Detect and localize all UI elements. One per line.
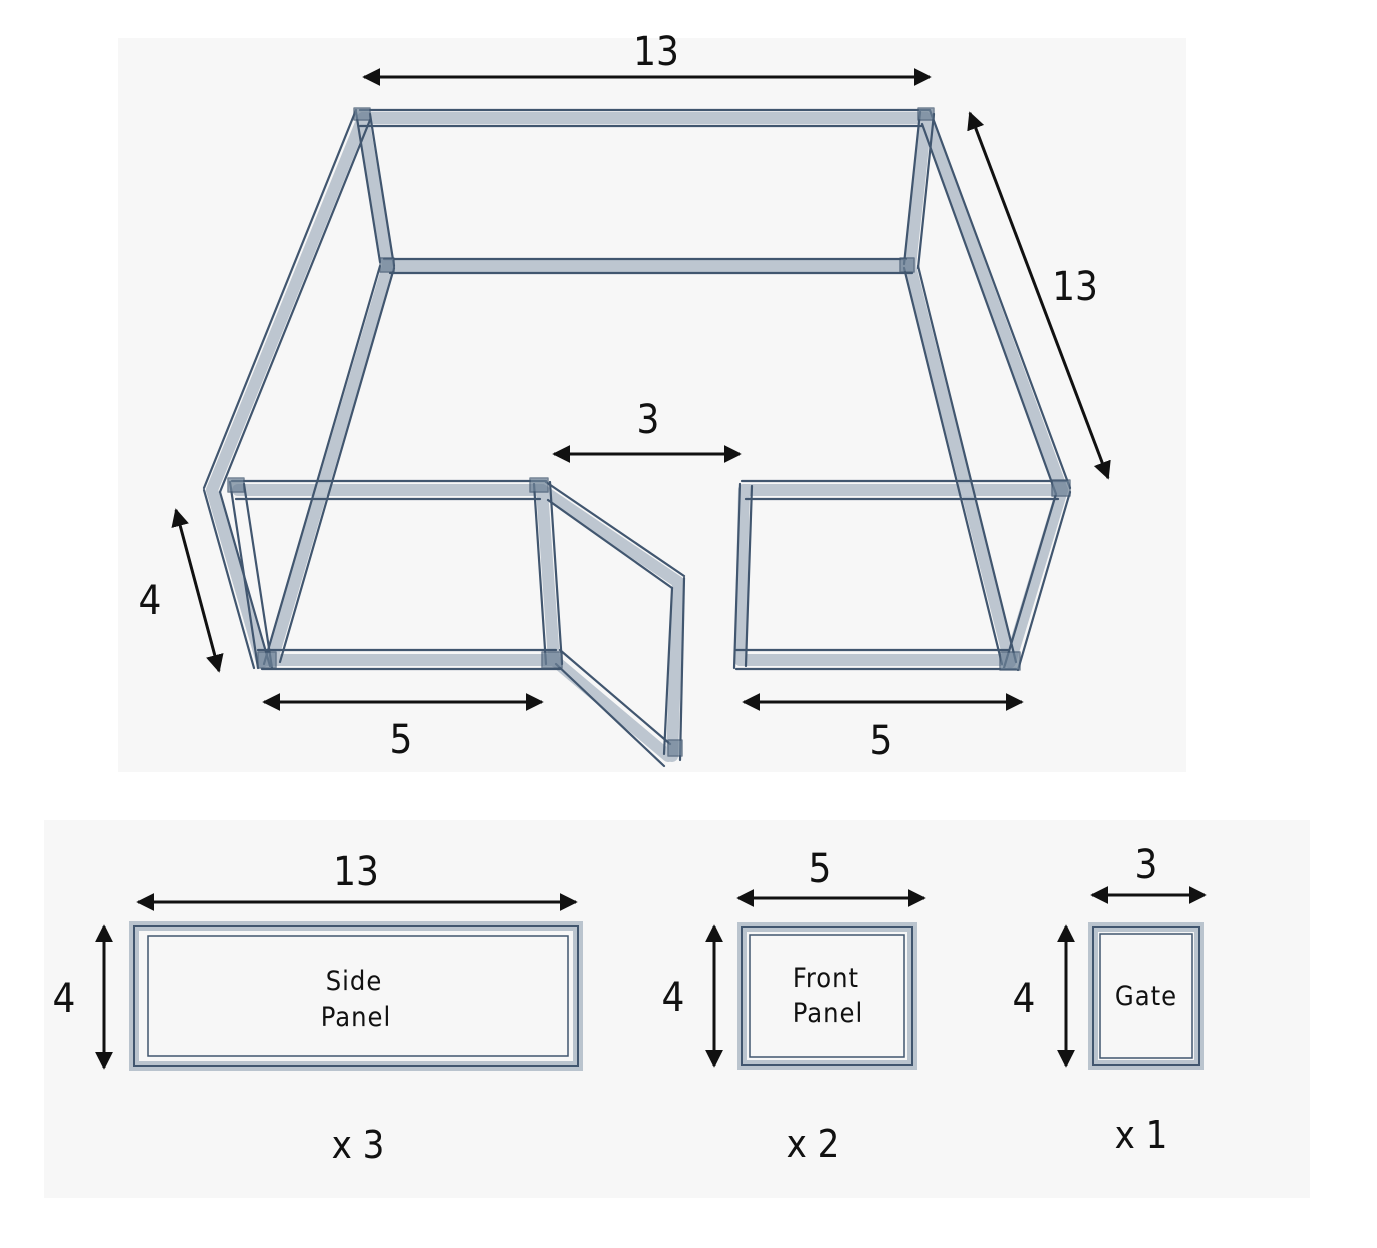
gate-part: 3 4 Gate x 1 (1013, 842, 1207, 1157)
front-panel-part: 5 4 Front Panel x 2 (662, 846, 926, 1166)
front-panel-label-line2: Panel (793, 998, 863, 1029)
side-panel-height-label: 4 (53, 976, 76, 1022)
side-panel-part: 13 4 Side Panel x 3 (53, 849, 583, 1167)
front-panel-width-label: 5 (809, 846, 832, 892)
side-panel-label-line2: Panel (321, 1002, 391, 1033)
gate-quantity: x 1 (1115, 1113, 1168, 1157)
gate-label: Gate (1115, 981, 1177, 1012)
side-panel-quantity: x 3 (332, 1123, 385, 1167)
right-side-dimension-arrow (967, 111, 1111, 480)
dim-front-right-label: 5 (870, 718, 893, 764)
front-panel-height-label: 4 (662, 975, 685, 1021)
pen-3d-dimension-arrows (171, 68, 1111, 711)
parts-list-background (44, 820, 1310, 1198)
dim-gate-opening-label: 3 (637, 397, 660, 443)
front-panel-quantity: x 2 (787, 1122, 840, 1166)
gate-width-label: 3 (1135, 842, 1158, 888)
left-height-dimension-arrow (171, 508, 224, 673)
gate-height-label: 4 (1013, 976, 1036, 1022)
dim-top-label: 13 (633, 29, 679, 75)
dim-right-side-label: 13 (1052, 264, 1098, 310)
dim-front-left-label: 5 (390, 717, 413, 763)
front-panel-label-line1: Front (793, 963, 859, 994)
side-panel-label-line1: Side (326, 966, 383, 997)
side-panel-width-label: 13 (333, 849, 379, 895)
dim-left-height-label: 4 (139, 578, 162, 624)
